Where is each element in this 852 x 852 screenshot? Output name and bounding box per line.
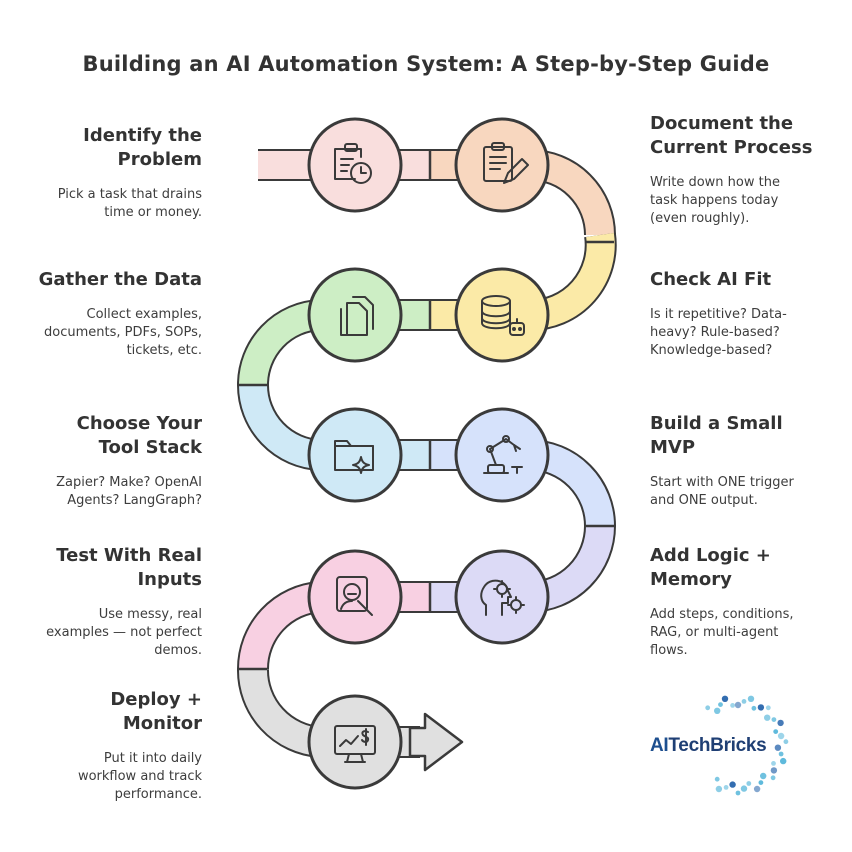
logo-dot bbox=[777, 719, 784, 727]
step-check-ai-fit: Check AI Fit Is it repetitive? Data-heav… bbox=[650, 268, 830, 360]
node-circle bbox=[307, 407, 403, 503]
node-circle bbox=[454, 407, 550, 503]
logo-dot bbox=[777, 732, 785, 740]
step-node bbox=[454, 549, 550, 645]
step-node bbox=[454, 407, 550, 503]
step-title: Check AI Fit bbox=[650, 269, 772, 290]
step-node bbox=[307, 407, 403, 503]
head-gears-icon bbox=[480, 579, 525, 616]
robot-arm-icon bbox=[483, 435, 523, 474]
logo-dot bbox=[753, 785, 761, 793]
person-search-icon bbox=[336, 576, 373, 616]
brand-logo: AITechBricks bbox=[650, 735, 767, 756]
step-add-logic-memory: Add Logic +Memory Add steps, conditions,… bbox=[650, 544, 830, 660]
logo-dot bbox=[773, 729, 779, 734]
logo-dot bbox=[729, 781, 736, 788]
logo-dot bbox=[714, 707, 721, 714]
step-description: Is it repetitive? Data-heavy? Rule-based… bbox=[650, 307, 787, 358]
step-title: Add Logic +Memory bbox=[650, 545, 771, 590]
page-title: Building an AI Automation System: A Step… bbox=[82, 52, 770, 76]
logo-dot bbox=[765, 705, 771, 711]
logo-dot bbox=[760, 772, 767, 780]
serpentine-road bbox=[236, 149, 617, 772]
step-gather-data: Gather the Data Collect examples,documen… bbox=[22, 268, 202, 360]
logo-dot bbox=[771, 761, 776, 766]
logo-dot bbox=[758, 780, 764, 785]
logo-dot-ring bbox=[705, 695, 789, 796]
step-node bbox=[307, 694, 403, 790]
logo-dot bbox=[770, 767, 778, 774]
database-robot-icon bbox=[481, 295, 525, 336]
logo-dot bbox=[723, 785, 729, 790]
logo-dot bbox=[718, 702, 723, 707]
step-node bbox=[307, 549, 403, 645]
logo-dot bbox=[741, 699, 747, 704]
monitor-chart-icon bbox=[334, 725, 376, 763]
logo-dot bbox=[751, 705, 757, 711]
clipboard-pencil-icon bbox=[483, 142, 529, 184]
step-node bbox=[454, 117, 550, 213]
node-circle bbox=[307, 549, 403, 645]
step-description: Collect examples,documents, PDFs, SOPs,t… bbox=[44, 307, 202, 358]
node-circle bbox=[307, 694, 403, 790]
arrow-head bbox=[408, 712, 464, 772]
documents-icon bbox=[340, 296, 374, 336]
logo-dot bbox=[740, 785, 748, 792]
clipboard-clock-icon bbox=[334, 143, 372, 184]
folder-sparkle-icon bbox=[334, 440, 374, 474]
logo-dot bbox=[771, 717, 777, 722]
step-nodes bbox=[307, 117, 550, 790]
logo-dot bbox=[770, 775, 776, 781]
logo-dot bbox=[730, 703, 735, 708]
logo-dot bbox=[705, 705, 711, 711]
logo-dot bbox=[757, 704, 765, 711]
logo-dot bbox=[780, 757, 787, 765]
step-title: Gather the Data bbox=[38, 269, 202, 290]
logo-dot bbox=[778, 751, 784, 757]
node-circle bbox=[307, 267, 403, 363]
step-title: Deploy +Monitor bbox=[110, 689, 202, 734]
logo-dot bbox=[734, 701, 742, 709]
logo-dot bbox=[764, 714, 771, 721]
step-node bbox=[307, 267, 403, 363]
logo-dot bbox=[721, 695, 729, 702]
logo-dot bbox=[774, 744, 782, 751]
step-description: Add steps, conditions,RAG, or multi-agen… bbox=[650, 607, 794, 658]
logo-dot bbox=[735, 790, 741, 796]
step-node bbox=[307, 117, 403, 213]
logo-dot bbox=[714, 776, 720, 782]
step-node bbox=[454, 267, 550, 363]
logo-dot bbox=[746, 781, 752, 786]
logo-dot bbox=[747, 695, 755, 702]
logo-dot bbox=[715, 785, 723, 793]
logo-dot bbox=[783, 739, 789, 745]
node-circle bbox=[454, 117, 550, 213]
